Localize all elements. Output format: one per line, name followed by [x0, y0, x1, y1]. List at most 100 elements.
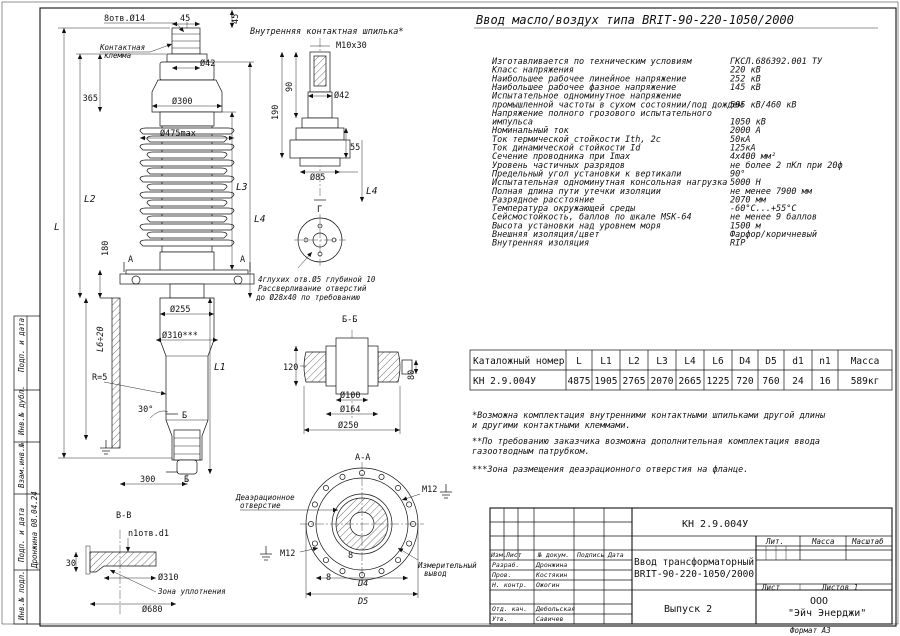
table-cell: КН 2.9.004У: [473, 376, 536, 387]
flange-bolt-hole: [339, 473, 346, 480]
spec-label: Температура окружающей среды: [492, 204, 636, 214]
spec-label: Ток термической стойкости Ith, 2с: [492, 135, 661, 145]
sidebar-field-dup: Инв.№ дубл.: [17, 385, 26, 436]
porcelain-shed: [146, 183, 228, 191]
stamp-header-date: Дата: [607, 551, 624, 559]
deaeration-label-1: Деаэрационное: [235, 493, 295, 502]
deaeration-label-2: отверстие: [240, 501, 281, 510]
dim-L3-label: L3: [236, 182, 248, 193]
table-header-cell: D5: [765, 356, 776, 367]
table-cell: 2765: [623, 376, 646, 387]
flange-bolt-hole: [410, 521, 416, 527]
section-mark-a-right: А: [240, 255, 245, 265]
stamp-role-norm: Н. контр.: [491, 581, 527, 589]
flange-bolt-hole: [308, 521, 314, 527]
d250-label: Ø250: [338, 420, 358, 431]
dim-D5-label: D5: [357, 597, 368, 607]
d310-label: Ø310***: [162, 330, 198, 341]
m12-lower-label: M12: [280, 549, 295, 559]
drill-note-2: до Ø28х40 по требованию: [255, 293, 360, 302]
section-mark-b-lower: Б: [184, 475, 189, 485]
title-block: Изм. Лист № докум. Подпись Дата Разраб. …: [489, 507, 893, 625]
spec-value: ГКСЛ.686392.001 ТУ: [730, 57, 823, 67]
sheet-format: Формат А3: [790, 626, 831, 635]
spec-value: RIP: [730, 239, 745, 249]
note-line: **По требованию заказчика возможна допол…: [472, 436, 820, 447]
section-v-v-title: В-В: [116, 511, 131, 521]
spec-value: не менее 7900 мм: [730, 187, 813, 197]
dim-L4-label: L4: [254, 214, 266, 225]
section-mark-g: Г: [317, 205, 322, 215]
sidebar-field-signature: Дронжина 08.04.24: [30, 491, 39, 569]
spec-value: 50кА: [730, 135, 750, 145]
stamp-org-1: ООО: [810, 596, 828, 607]
spec-label: Ток динамической стойкости Id: [492, 144, 641, 154]
dim-300-label: 300: [140, 475, 155, 485]
spec-value: 220 кВ: [730, 66, 761, 76]
table-header-cell: L: [576, 356, 582, 367]
stamp-lit: Лит.: [765, 537, 784, 546]
dim-L6-label: L6÷20: [96, 326, 106, 352]
stamp-issue: Выпуск 2: [664, 604, 712, 615]
section-v-v: В-В 30 n1отв.d1 Ø310 Зона уплотнения Ø68…: [66, 511, 226, 615]
table-header-cell: L3: [656, 356, 667, 367]
table-cell: 1905: [595, 376, 618, 387]
table-cell: 1225: [707, 376, 730, 387]
flange-bolt-hole: [378, 473, 385, 480]
notes: *Возможна комплектация внутренними конта…: [472, 411, 826, 475]
spec-label: Класс напряжения: [491, 66, 574, 76]
note-line: ***Зона размещения деаэрационного отверс…: [472, 465, 748, 475]
stamp-sheets: Листов 1: [821, 583, 858, 592]
flange-bolt-hole: [311, 501, 318, 508]
spec-value: 2070 мм: [730, 195, 767, 205]
d310-vv-label: Ø310: [158, 572, 178, 583]
stamp-scale: Масштаб: [851, 537, 884, 546]
stamp-product-name-2: BRIT-90-220-1050/2000: [634, 569, 754, 580]
porcelain-shed: [139, 191, 235, 199]
spec-value: 1050 кВ: [730, 118, 766, 128]
flange-bolt-hole: [322, 484, 329, 491]
angle-label: 30°: [138, 405, 153, 415]
porcelain-shed: [146, 151, 228, 159]
table-header-cell: L2: [628, 356, 639, 367]
flange-bolt-hole: [395, 484, 402, 491]
holes-d1-label: n1отв.d1: [128, 529, 169, 539]
dim-90-label: 90: [285, 82, 295, 92]
table-cell: 2070: [651, 376, 674, 387]
sidebar-field-sign-date-1: Подп. и дата: [17, 318, 26, 373]
spec-label: Внутренняя изоляция: [492, 239, 589, 249]
sidebar-field-sign-date-2: Подп. и дата: [17, 508, 26, 563]
spec-label: Уровень частичных разрядов: [492, 161, 625, 171]
inner-pin-title: Внутренняя контактная шпилька*: [250, 27, 404, 37]
stamp-product-name-1: Ввод трансформаторный: [634, 557, 754, 568]
stamp-header-sign: Подпись: [576, 551, 604, 559]
spec-label: Высота установки над уровнем моря: [492, 221, 661, 231]
d255-label: Ø255: [170, 304, 190, 315]
section-b-b-title: Б-Б: [342, 315, 357, 325]
d42-top-label: Ø42: [200, 58, 215, 69]
spec-label: промышленной частоты в сухом состоянии/п…: [492, 100, 744, 110]
spec-value: 145 кВ: [730, 83, 761, 93]
dim-L4-pin-label: L4: [366, 186, 378, 197]
porcelain-shed: [146, 231, 228, 239]
spec-value: 1500 м: [730, 221, 762, 231]
spec-value: -60°С...+55°С: [730, 204, 797, 214]
holes-note: 4глухих отв.Ø5 глубиной 10: [258, 275, 376, 284]
table-cell: 24: [792, 376, 804, 387]
table-header-cell: Каталожный номер: [473, 356, 565, 367]
flange-bolt-hole: [378, 568, 385, 575]
spec-value: 252 кВ: [730, 74, 761, 84]
table-header-cell: L4: [684, 356, 696, 367]
contact-clamp-label-1: Контактная: [99, 43, 145, 52]
stamp-role-qa: Отд. кач.: [492, 605, 527, 613]
stamp-org-2: "Эйч Энерджи": [788, 607, 866, 619]
dim-30-label: 30: [66, 559, 76, 569]
dim-D4-label: D4: [357, 579, 368, 589]
porcelain-shed: [139, 239, 235, 247]
spec-label: Сечение проводника при Imax: [492, 152, 631, 162]
dim-180-label: 180: [101, 241, 111, 256]
table-cell: 16: [819, 376, 831, 387]
dim-L1-label: L1: [214, 362, 225, 373]
stamp-role-approve: Утв.: [492, 615, 508, 623]
